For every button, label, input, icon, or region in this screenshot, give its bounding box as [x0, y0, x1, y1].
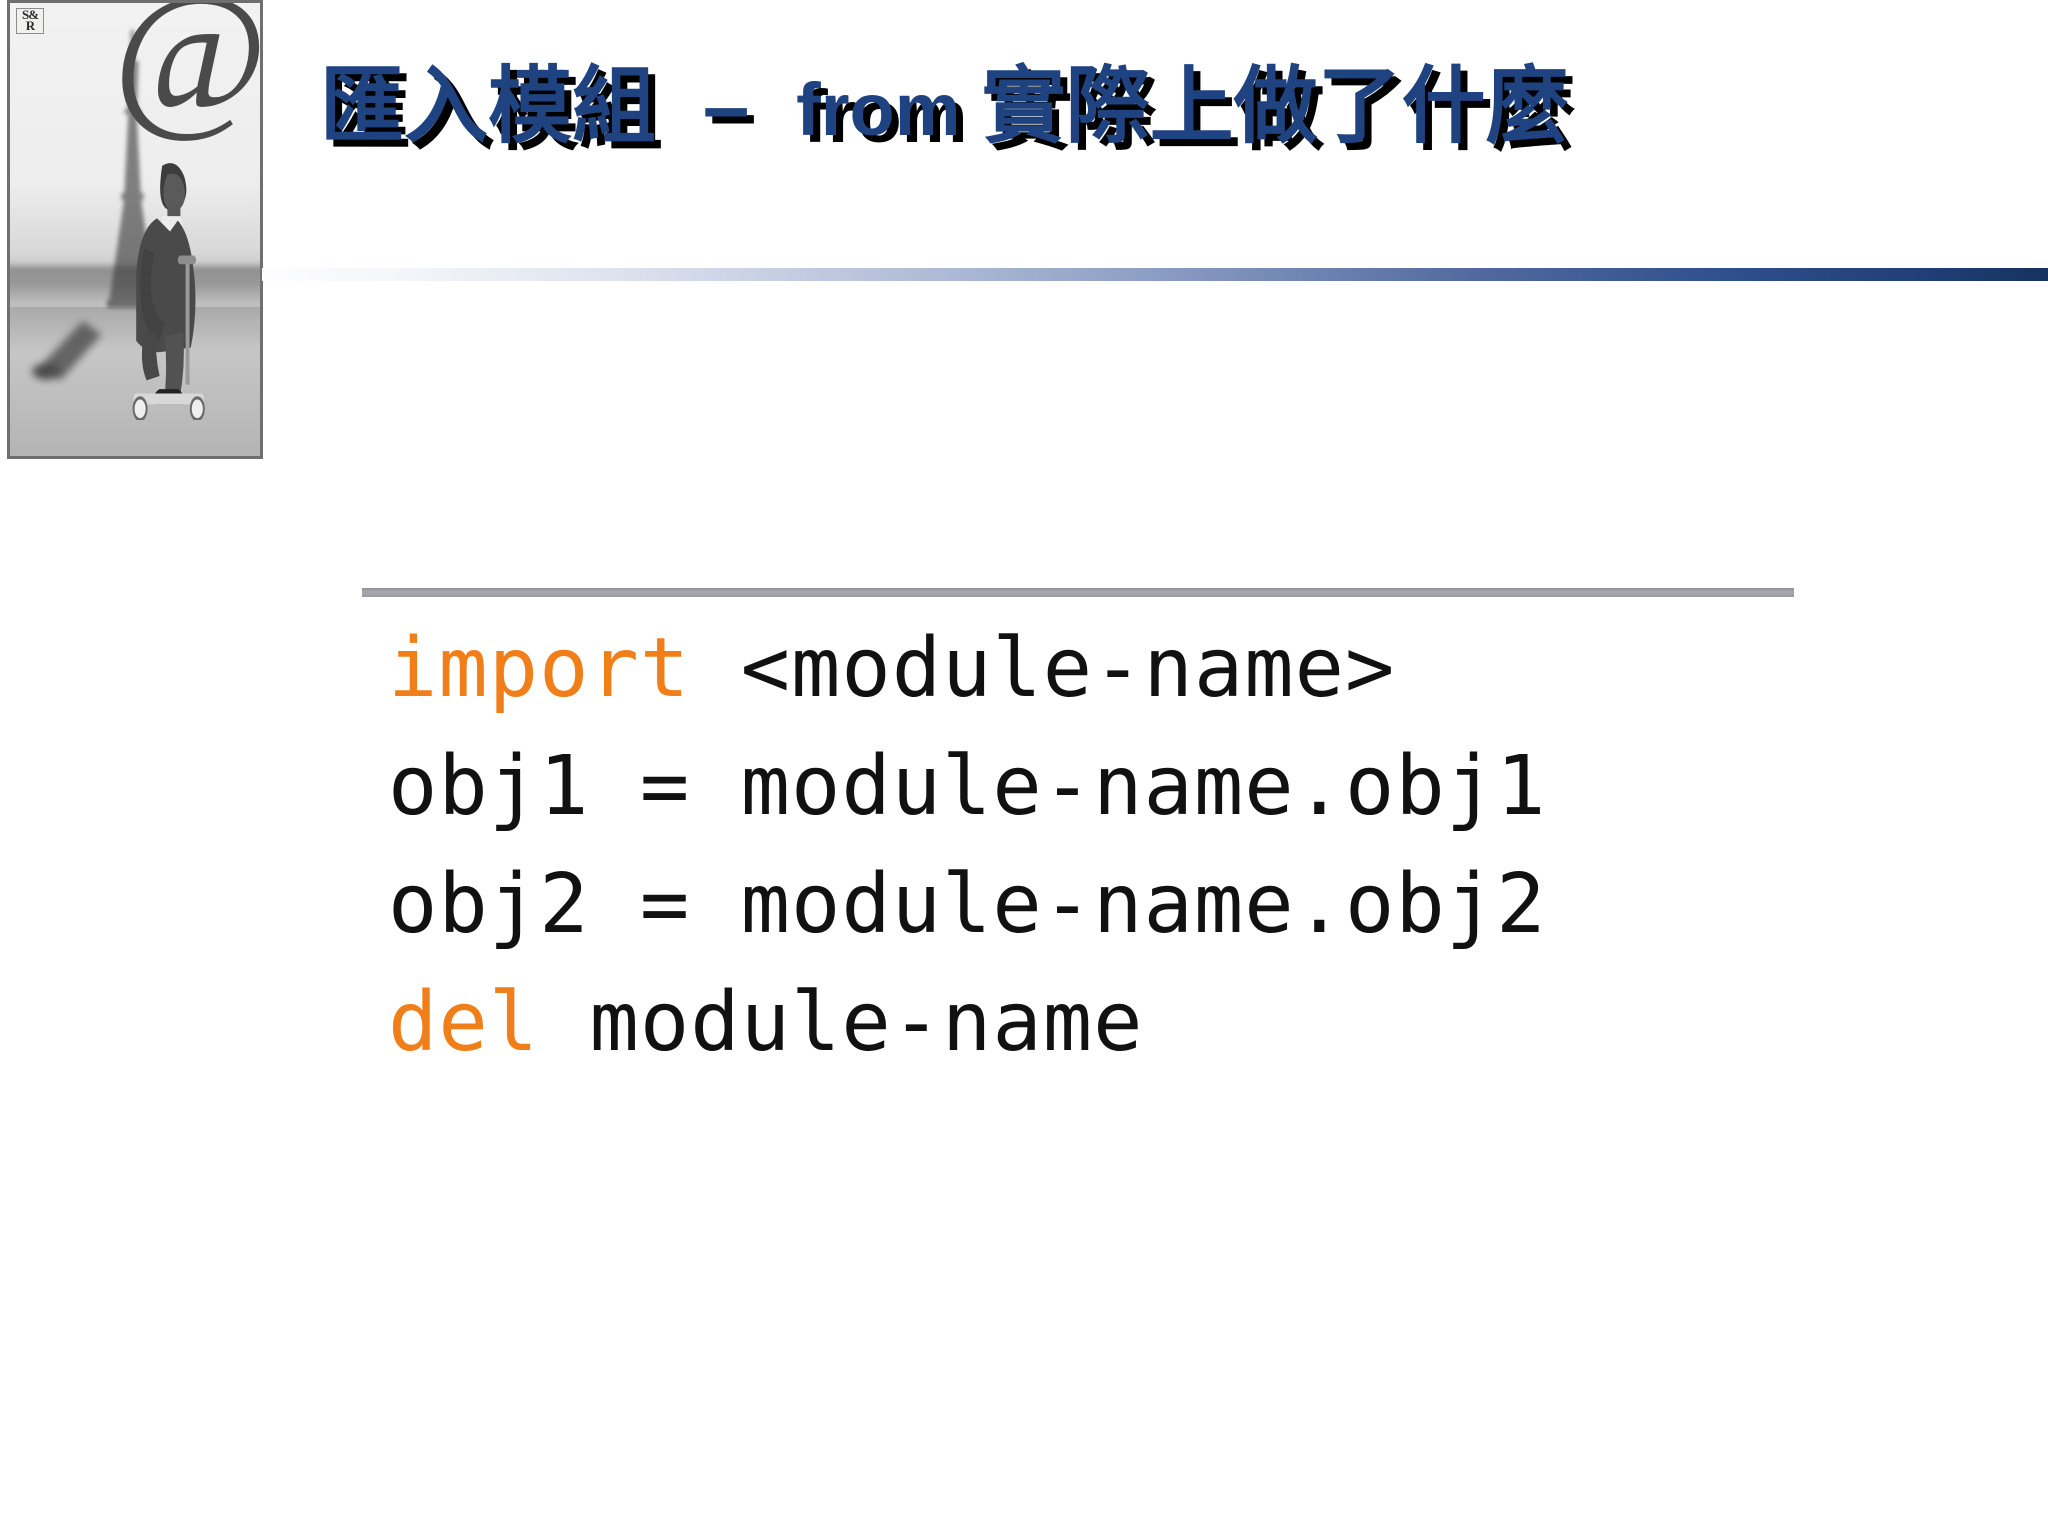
slide-title: 匯入模組 – from 實際上做了什麼	[320, 58, 2020, 157]
title-lead-text: 匯入模組	[320, 61, 657, 154]
code-listing: import <module-name> obj1 = module-name.…	[388, 610, 1546, 1082]
title-trail-chinese: 實際上做了什麼	[981, 61, 1570, 154]
code-line-4-rest: module-name	[539, 975, 1144, 1070]
header-divider	[262, 268, 2048, 281]
motion-blur-leg	[30, 275, 145, 429]
code-line-3: obj2 = module-name.obj2	[388, 857, 1547, 952]
code-line-1-rest: <module-name>	[690, 621, 1396, 716]
code-keyword-import: import	[388, 621, 691, 716]
title-dash: –	[702, 59, 750, 153]
code-keyword-del: del	[388, 975, 540, 1070]
code-line-2: obj1 = module-name.obj1	[388, 739, 1547, 834]
at-sign-icon: @	[113, 0, 263, 146]
content-divider	[362, 588, 1794, 597]
photo-ground-layer	[10, 306, 260, 456]
title-trail-text	[961, 61, 982, 154]
header-rule-highlight	[262, 265, 2048, 268]
decorative-photo: @ S&R	[7, 0, 263, 459]
man-on-scooter-icon	[132, 163, 205, 420]
title-keyword-from: from	[796, 68, 961, 151]
photo-watermark-logo: S&R	[16, 8, 44, 34]
